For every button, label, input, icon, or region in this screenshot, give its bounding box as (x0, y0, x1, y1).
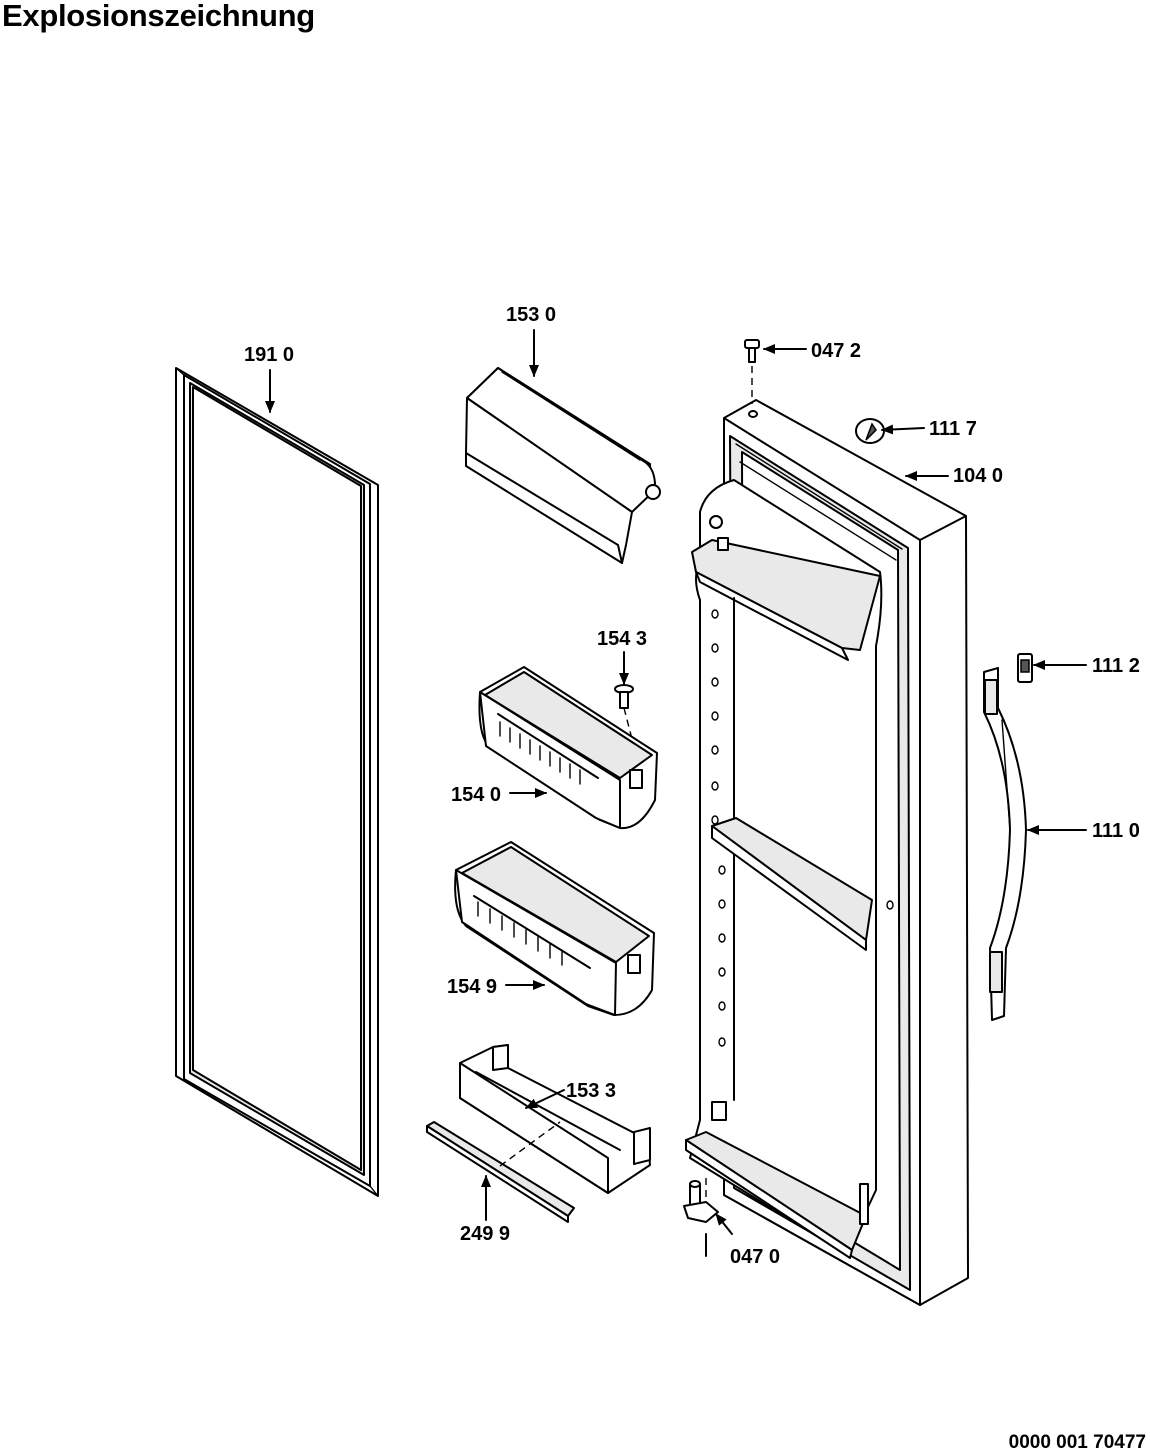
bottom-shelf (459, 1044, 651, 1194)
label-handle-cap: 111 2 (1092, 655, 1140, 677)
upper-bin (478, 666, 658, 830)
cover-cap (855, 418, 885, 444)
door-gasket (175, 367, 379, 1197)
hinge-pin-bottom (683, 1178, 719, 1257)
label-door-panel: 104 0 (953, 465, 1003, 487)
door-handle (983, 667, 1027, 1021)
page-title: Explosionszeichnung (2, 0, 315, 33)
part-labels: 191 0 153 0 047 2 111 7 104 0 154 3 111 … (244, 304, 1140, 1268)
label-lower-bin: 154 9 (447, 976, 497, 998)
shelf-rail (426, 1121, 575, 1223)
label-door-gasket: 191 0 (244, 344, 294, 366)
lower-bin (454, 841, 655, 1016)
label-hinge-pin-bottom: 047 0 (730, 1246, 780, 1268)
door-panel (685, 399, 969, 1306)
leader-lines (265, 329, 1087, 1235)
label-cover-cap: 111 7 (929, 418, 977, 440)
label-hinge-pin-top: 047 2 (811, 340, 861, 362)
hinge-pin-top (744, 339, 760, 418)
label-bottom-shelf: 153 3 (566, 1080, 616, 1102)
label-door-handle: 111 0 (1092, 820, 1140, 842)
top-cover (465, 367, 661, 564)
handle-cap (1017, 653, 1033, 683)
label-screw: 154 3 (597, 628, 647, 650)
label-top-cover: 153 0 (506, 304, 556, 326)
document-number: 0000 001 70477 (1008, 1432, 1146, 1453)
label-upper-bin: 154 0 (451, 784, 501, 806)
label-shelf-rail: 249 9 (460, 1223, 510, 1245)
